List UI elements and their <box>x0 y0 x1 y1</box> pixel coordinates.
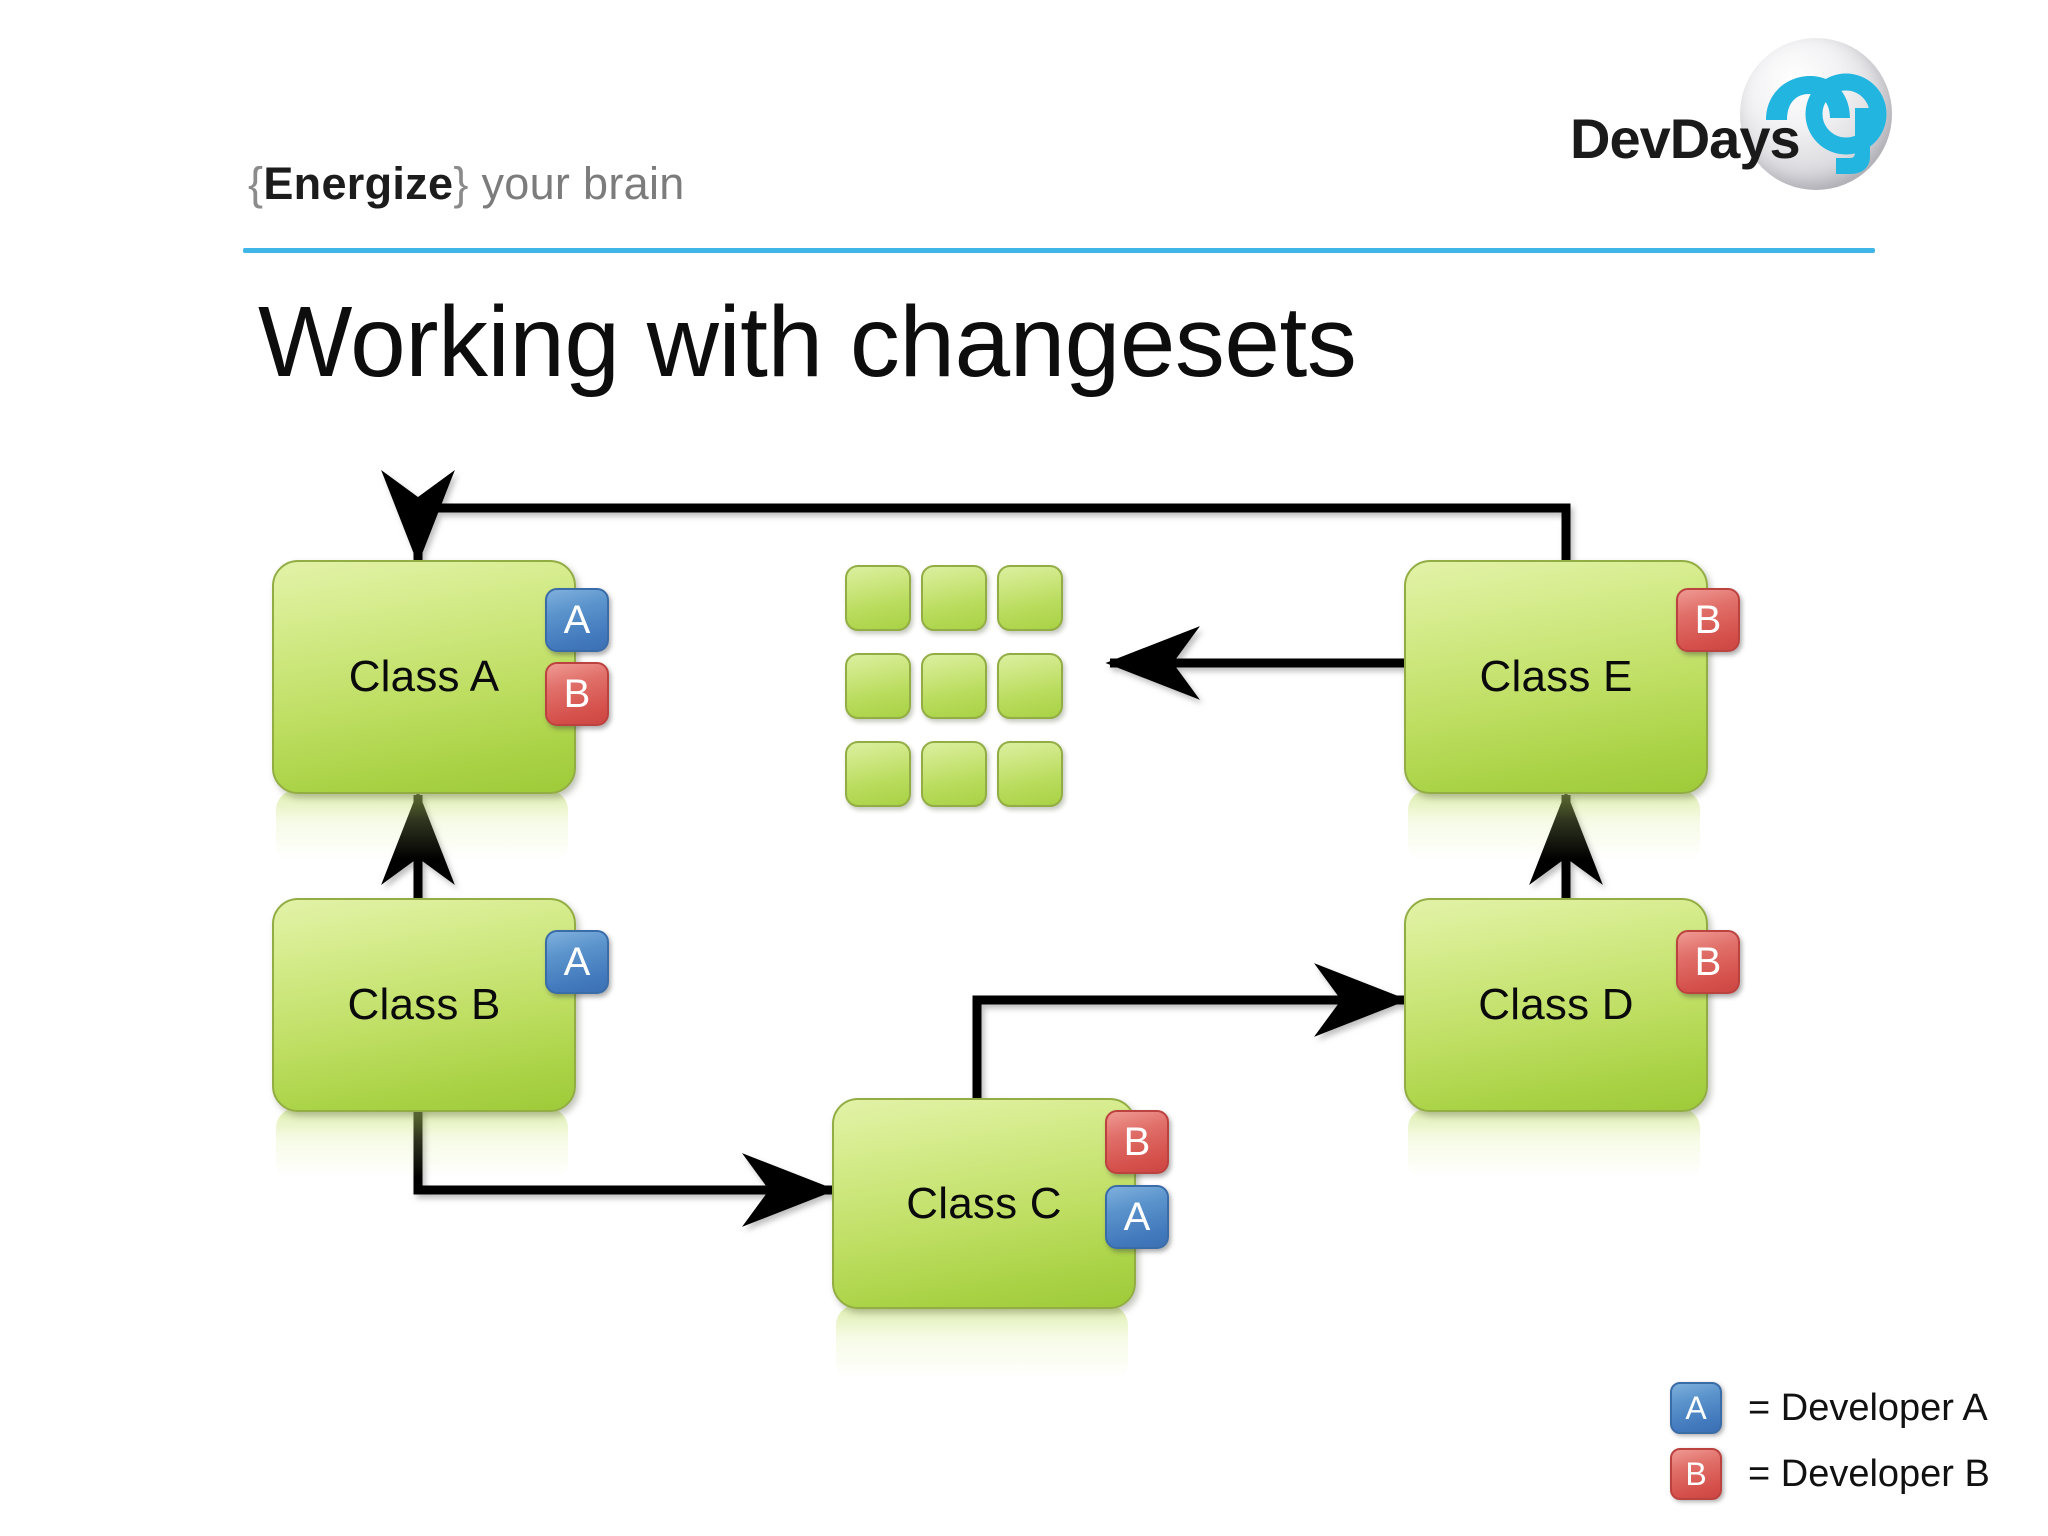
legend: A = Developer A B = Developer B <box>1670 1375 2010 1507</box>
connector-class-e-to-class-a <box>381 470 1571 565</box>
devdays-logo: DevDays <box>1570 30 1910 190</box>
legend-badge-dev-b-label: B <box>1685 1455 1707 1492</box>
tagline: {Energize} your brain <box>248 158 685 210</box>
logo-year-09-icon <box>1766 73 1887 174</box>
class-e-badge-dev-b-label: B <box>1694 597 1722 642</box>
class-b-reflection <box>276 1108 568 1182</box>
class-box-class-b[interactable]: Class B <box>272 898 576 1112</box>
legend-text-developer-a: = Developer A <box>1748 1386 1988 1429</box>
legend-badge-dev-b: B <box>1670 1448 1722 1500</box>
class-a-badge-dev-a[interactable]: A <box>545 588 609 652</box>
class-box-class-a[interactable]: Class A <box>272 560 576 794</box>
class-c-badge-dev-b-label: B <box>1123 1119 1151 1164</box>
class-a-badge-dev-b-label: B <box>563 671 591 716</box>
legend-row-developer-a: A = Developer A <box>1670 1375 2010 1441</box>
class-d-reflection <box>1408 1108 1700 1182</box>
changeset-cell <box>997 741 1063 807</box>
changeset-grid[interactable] <box>845 565 1065 807</box>
changeset-cell <box>921 741 987 807</box>
legend-badge-dev-a: A <box>1670 1382 1722 1434</box>
class-b-badge-dev-a-label: A <box>563 939 591 984</box>
class-box-class-e[interactable]: Class E <box>1404 560 1708 794</box>
changeset-cell <box>845 741 911 807</box>
class-box-class-c[interactable]: Class C <box>832 1098 1136 1309</box>
class-e-label: Class E <box>1479 652 1633 701</box>
changeset-cell <box>845 565 911 631</box>
changeset-cell <box>845 653 911 719</box>
class-e-badge-dev-b[interactable]: B <box>1676 588 1740 652</box>
class-d-badge-dev-b[interactable]: B <box>1676 930 1740 994</box>
legend-text-developer-b: = Developer B <box>1748 1452 1990 1495</box>
page-title: Working with changesets <box>258 286 1357 398</box>
legend-row-developer-b: B = Developer B <box>1670 1441 2010 1507</box>
tagline-rest: your brain <box>468 158 685 209</box>
class-c-reflection <box>836 1305 1128 1383</box>
changeset-cell <box>921 653 987 719</box>
class-b-badge-dev-a[interactable]: A <box>545 930 609 994</box>
logo-wordmark: DevDays <box>1570 107 1801 170</box>
class-a-reflection <box>276 790 568 864</box>
class-d-badge-dev-b-label: B <box>1694 939 1722 984</box>
class-c-badge-dev-a[interactable]: A <box>1105 1185 1169 1249</box>
class-c-badge-dev-b[interactable]: B <box>1105 1110 1169 1174</box>
class-b-label: Class B <box>347 980 501 1029</box>
changeset-cell <box>997 565 1063 631</box>
class-a-label: Class A <box>348 652 500 701</box>
tagline-energize: Energize <box>263 158 454 209</box>
class-a-badge-dev-b[interactable]: B <box>545 662 609 726</box>
class-e-reflection <box>1408 790 1700 864</box>
header-divider <box>243 248 1875 253</box>
tagline-brace-open: { <box>248 158 264 209</box>
class-c-badge-dev-a-label: A <box>1123 1194 1151 1239</box>
class-d-label: Class D <box>1478 980 1634 1029</box>
tagline-brace-close: } <box>453 158 469 209</box>
connector-class-b-to-class-c <box>413 1108 837 1227</box>
class-c-label: Class C <box>906 1178 1062 1228</box>
changeset-cell <box>997 653 1063 719</box>
changeset-cell <box>921 565 987 631</box>
class-box-class-d[interactable]: Class D <box>1404 898 1708 1112</box>
legend-badge-dev-a-label: A <box>1685 1389 1707 1426</box>
connector-class-c-to-class-d <box>972 963 1409 1110</box>
class-a-badge-dev-a-label: A <box>563 597 591 642</box>
